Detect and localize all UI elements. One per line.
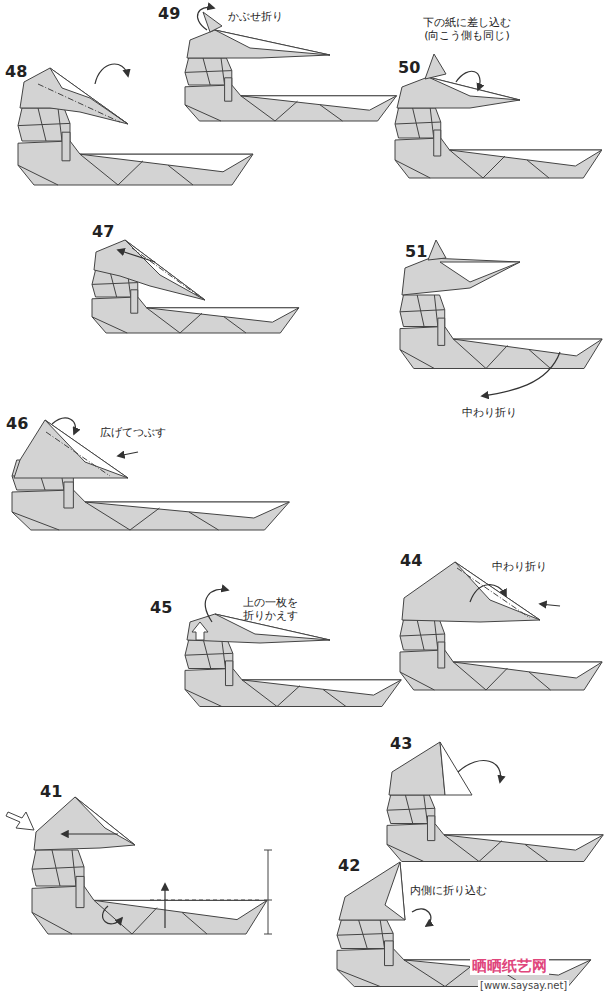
- view-arrow: [6, 812, 34, 830]
- model-body: [185, 58, 397, 121]
- fold-arrow: [198, 7, 214, 30]
- push-arrow: [540, 604, 560, 606]
- model-body: [400, 620, 602, 690]
- step-number: 42: [338, 856, 360, 875]
- step-figure: [395, 54, 602, 178]
- model-body: [185, 640, 401, 707]
- step-figure: [185, 589, 401, 706]
- step-figure: [12, 418, 289, 530]
- dimension-tick: [264, 934, 272, 935]
- dimension-bar: [268, 850, 269, 934]
- model-head: [402, 258, 520, 295]
- fold-line: [132, 248, 200, 297]
- model-crest: [428, 240, 446, 260]
- model-flap: [125, 240, 205, 300]
- model-body: [387, 795, 603, 862]
- step-number: 50: [398, 58, 420, 77]
- fold-arrow: [164, 884, 165, 928]
- model-body: [395, 108, 602, 178]
- fold-line: [457, 568, 530, 618]
- instruction-note: 内側に折り込む: [410, 884, 487, 897]
- fold-line: [150, 900, 262, 901]
- fold-arrow: [470, 585, 506, 602]
- step-number: 41: [40, 782, 62, 801]
- instruction-note: かぶせ折り: [228, 10, 283, 23]
- step-number: 45: [150, 598, 172, 617]
- model-body: [337, 920, 591, 987]
- fold-arrow: [95, 64, 128, 84]
- model-flap: [75, 797, 135, 845]
- model-head: [20, 68, 128, 124]
- fold-arrow: [205, 589, 228, 622]
- watermark: 晒晒纸艺网: [470, 957, 549, 975]
- fold-arrow: [458, 761, 501, 782]
- fold-arrow: [52, 418, 75, 434]
- step-figure: [185, 7, 397, 121]
- push-arrow: [118, 452, 138, 456]
- push-arrow: [192, 622, 208, 640]
- step-figure: [400, 240, 602, 396]
- step-figure: [6, 797, 272, 934]
- watermark: [www.saysay.net]: [478, 980, 569, 992]
- step-figure: [387, 742, 603, 862]
- model-crest: [425, 54, 446, 79]
- dimension-tick: [264, 850, 272, 851]
- model-flap: [215, 30, 330, 55]
- dimension-tick: [264, 900, 272, 901]
- fold-arrow: [456, 71, 480, 90]
- instruction-note: 上の一枚を 折りかえす: [234, 596, 306, 622]
- fold-arrow: [118, 250, 155, 262]
- fold-arrow: [62, 833, 118, 834]
- instruction-note: 下の紙に差し込む (向こう側も同じ): [412, 16, 522, 42]
- model-body: [32, 850, 267, 934]
- step-number: 47: [92, 222, 114, 241]
- model-body: [400, 295, 602, 369]
- model-head: [397, 77, 520, 108]
- model-body: [92, 270, 299, 333]
- model-head: [94, 240, 205, 300]
- step-number: 49: [158, 4, 180, 23]
- fold-arrow: [482, 352, 560, 396]
- model-flap: [428, 77, 520, 100]
- instruction-note: 中わり折り: [492, 560, 547, 573]
- model-flap: [440, 262, 520, 282]
- instruction-note: 広げてつぶす: [100, 426, 166, 439]
- step-number: 48: [5, 62, 27, 81]
- step-figure: [92, 240, 299, 333]
- step-number: 44: [400, 551, 422, 570]
- model-head: [34, 797, 135, 850]
- step-figure: [337, 862, 591, 987]
- fold-arrow: [103, 906, 122, 924]
- model-flap: [440, 742, 472, 795]
- model-flap: [50, 68, 128, 124]
- step-number: 51: [405, 242, 427, 261]
- model-flap: [385, 862, 405, 920]
- fold-arrow: [412, 909, 431, 926]
- model-head: [187, 30, 330, 58]
- instruction-note: 中わり折り: [462, 406, 517, 419]
- step-figure: [400, 562, 602, 690]
- step-number: 43: [390, 734, 412, 753]
- step-number: 46: [6, 414, 28, 433]
- fold-line: [38, 84, 120, 122]
